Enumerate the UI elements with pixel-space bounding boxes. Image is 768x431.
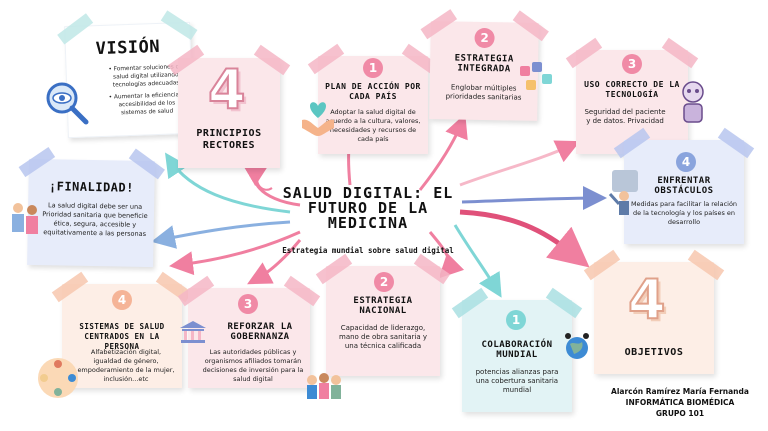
sistemas-badge: 4 (112, 290, 132, 310)
arrow-to-objetivos (459, 209, 590, 268)
colaboracion-card: 1 COLABORACIÓN MUNDIAL potencias alianza… (451, 287, 583, 412)
author-group: GRUPO 101 (655, 409, 705, 418)
central-subtitle: Estrategia mundial sobre salud digital (282, 246, 454, 255)
gobernanza-title: REFORZAR LA GOBERNANZA (227, 322, 293, 342)
author-block: Alarcón Ramírez María Fernanda INFORMÁTI… (600, 386, 760, 419)
health-apps-icon (520, 62, 552, 90)
eye-magnifier-icon (46, 82, 89, 125)
tecnologia-title: USO CORRECTO DE LA TECNOLOGÍA (584, 80, 680, 99)
tecnologia-text: Seguridad del paciente y de datos. Priva… (584, 108, 666, 125)
nacional-title: ESTRATEGIA NACIONAL (353, 296, 413, 316)
objetivos-card: 4 OBJETIVOS (583, 249, 725, 374)
arrow-to-sistemas (169, 230, 301, 276)
finalidad-title: ¡FINALIDAD! (48, 179, 135, 195)
team-meeting-icon (307, 373, 341, 399)
arrow-to-integrada (418, 113, 468, 191)
central-title: SALUD DIGITAL: EL FUTURO DE LA MEDICINA (282, 184, 454, 232)
gobernanza-badge: 3 (238, 294, 258, 314)
doctors-group-icon (12, 203, 38, 234)
arrow-to-principios (242, 163, 301, 207)
vision-item-2: • Aumentar la eficiencia y accesibilidad… (108, 92, 185, 117)
author-subject: INFORMÁTICA BIOMÉDICA (625, 398, 735, 407)
colaboracion-badge: 1 (506, 310, 526, 330)
government-building-icon (180, 321, 206, 343)
nacional-card: 2 ESTRATEGIA NACIONAL Capacidad de lider… (315, 253, 451, 376)
sistemas-card: 4 SISTEMAS DE SALUD CENTRADOS EN LA PERS… (51, 271, 193, 388)
hands-heart-icon (302, 102, 334, 136)
plan-text: Adoptar la salud digital de acuerdo a la… (325, 108, 421, 143)
nacional-text: Capacidad de liderazgo, mano de obra san… (339, 324, 427, 350)
gobernanza-card: 3 REFORZAR LA GOBERNANZA Las autoridades… (177, 275, 321, 388)
robot-head-icon (682, 81, 704, 123)
arrow-to-obstaculos (461, 186, 607, 211)
arrow-to-nacional (428, 231, 465, 279)
colaboracion-title: COLABORACIÓN MUNDIAL (481, 340, 553, 360)
globe-people-icon (565, 333, 589, 359)
author-name: Alarcón Ramírez María Fernanda (611, 387, 749, 396)
tecnologia-card: 3 USO CORRECTO DE LA TECNOLOGÍA Segurida… (565, 37, 699, 154)
tecnologia-badge: 3 (622, 54, 642, 74)
plan-card: 1 PLAN DE ACCIÓN POR CADA PAÍS Adoptar l… (307, 43, 439, 154)
gobernanza-text: Las autoridades públicas y organismos af… (202, 348, 304, 383)
obstaculos-title: ENFRENTAR OBSTÁCULOS (654, 176, 714, 196)
finalidad-text: La salud digital debe ser una Prioridad … (42, 201, 148, 238)
sistemas-title: SISTEMAS DE SALUD CENTRADOS EN LA PERSON… (79, 322, 165, 351)
principios-card: 4 PRINCIPIOS RECTORES (167, 44, 291, 168)
obstaculos-badge: 4 (676, 152, 696, 172)
colaboracion-text: potencias alianzas para una cobertura sa… (475, 368, 559, 394)
arrow-to-gobernanza (247, 239, 302, 285)
climbing-person-icon (608, 170, 638, 215)
arrow-to-tecnologia (459, 140, 581, 187)
plan-badge: 1 (363, 58, 383, 78)
people-circle-icon (38, 358, 78, 398)
finalidad-card: ¡FINALIDAD! La salud digital debe ser un… (18, 147, 165, 268)
integrada-badge: 2 (474, 27, 495, 49)
sistemas-text: Alfabetización digital, igualdad de géne… (77, 348, 175, 383)
obstaculos-text: Medidas para facilitar la relación de la… (630, 200, 738, 226)
principios-number: 4 (207, 57, 247, 122)
nacional-badge: 2 (374, 272, 394, 292)
arrow-to-vision (165, 152, 291, 214)
arrow-to-colaboracion (453, 224, 502, 298)
objetivos-number: 4 (627, 267, 667, 332)
obstaculos-card: 4 ENFRENTAR OBSTÁCULOS Medidas para faci… (613, 127, 755, 244)
arrow-to-finalidad (151, 220, 291, 249)
vision-title: VISIÓN (95, 36, 161, 60)
objetivos-title: OBJETIVOS (624, 347, 684, 358)
plan-title: PLAN DE ACCIÓN POR CADA PAÍS (325, 82, 421, 101)
principios-title: PRINCIPIOS RECTORES (196, 128, 262, 151)
